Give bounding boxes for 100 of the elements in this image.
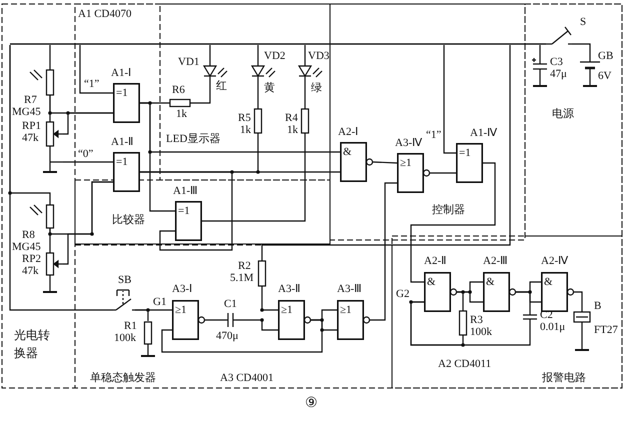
component-label: 6V — [598, 70, 612, 82]
wire — [572, 43, 591, 57]
wire — [9, 45, 113, 311]
wire — [63, 112, 113, 135]
component-label: R8 — [22, 229, 35, 241]
component-label: 黄 — [264, 82, 275, 94]
component-label: SB — [118, 274, 132, 286]
component-label: 100k — [470, 326, 492, 338]
component-label: 1k — [240, 124, 251, 136]
section-label: 控制器 — [432, 204, 465, 216]
component-label: C1 — [224, 298, 237, 310]
component-label: 100k — [114, 332, 136, 344]
wire — [257, 45, 259, 65]
gate-symbol: ≥1 — [400, 157, 412, 169]
gate-symbol: ≥1 — [281, 304, 293, 316]
gate-label: A3-Ⅰ — [172, 283, 192, 295]
section-label: G2 — [396, 288, 410, 300]
component-label: VD3 — [308, 50, 330, 62]
gate-label: A2-Ⅳ — [541, 255, 568, 267]
wire — [236, 319, 278, 331]
component-label: 0.01μ — [540, 321, 566, 333]
wire — [190, 78, 211, 104]
wire — [257, 78, 259, 109]
component-label: 5.1M — [230, 272, 254, 284]
component-label: C3 — [550, 56, 563, 68]
section-label: 单稳态触发器 — [90, 372, 156, 384]
component-label: VD1 — [178, 56, 200, 68]
component-label: GB — [598, 50, 614, 62]
wire — [457, 291, 483, 303]
component-label: R3 — [470, 314, 483, 326]
component-label: B — [594, 300, 602, 312]
gate-label: A1-Ⅲ — [173, 185, 198, 197]
section-label: 光电转换器 — [14, 327, 51, 362]
component-label: 47k — [22, 132, 38, 144]
component-label: 47μ — [550, 68, 567, 80]
wire — [140, 133, 259, 173]
wire — [79, 45, 113, 94]
section-label: A1 CD4070 — [78, 8, 132, 20]
gate-label: A1-Ⅳ — [470, 127, 498, 139]
component-label: 绿 — [311, 82, 322, 94]
wire — [410, 162, 496, 283]
wire — [443, 45, 456, 154]
component-label: R5 — [238, 112, 251, 124]
component-label: FT27 — [594, 324, 618, 336]
wire — [430, 172, 456, 174]
gate-label: A3-Ⅱ — [278, 283, 300, 295]
component-label: RP2 — [22, 253, 41, 265]
gate-label: A1-Ⅰ — [111, 67, 132, 79]
component-label: R1 — [124, 320, 137, 332]
wire — [63, 181, 113, 265]
wire — [135, 309, 149, 321]
gate-label: A1-Ⅱ — [111, 136, 134, 148]
section-label: 电源 — [552, 108, 574, 120]
wire — [410, 301, 531, 346]
gate-label: A2-Ⅰ — [338, 126, 358, 138]
section-label: A3 CD4001 — [220, 372, 274, 384]
wire — [539, 45, 541, 57]
component-label: R2 — [238, 260, 251, 272]
gate-symbol: & — [486, 276, 495, 288]
gate-symbol: ≥1 — [340, 304, 352, 316]
gate-symbol: & — [427, 276, 436, 288]
section-label: A2 CD4011 — [438, 358, 492, 370]
section-label: “1” — [426, 129, 442, 141]
wire — [261, 286, 278, 311]
gate-label: A2-Ⅱ — [424, 255, 446, 267]
gate-symbol: & — [343, 146, 352, 158]
gate-symbol: ≥1 — [175, 304, 187, 316]
wire — [574, 291, 583, 311]
wire — [140, 102, 170, 104]
component-label: R4 — [285, 112, 298, 124]
section-label: 比较器 — [112, 214, 145, 226]
section-label: G1 — [153, 296, 166, 308]
gate-symbol: =1 — [116, 87, 128, 99]
component-label: 470μ — [216, 330, 238, 342]
section-label: LED显示器 — [166, 133, 220, 145]
wire — [205, 319, 226, 321]
gate-symbol: & — [544, 276, 553, 288]
component-label: 1k — [176, 108, 187, 120]
wire — [304, 78, 306, 109]
gate-symbol: =1 — [116, 156, 128, 168]
gate-label: A3-Ⅲ — [337, 283, 362, 295]
wire — [49, 45, 51, 70]
component-label: S — [580, 16, 586, 28]
section-label: “0” — [78, 148, 94, 160]
component-label: 红 — [216, 80, 227, 92]
wire — [372, 161, 398, 164]
wire — [304, 45, 306, 65]
component-label: 1k — [287, 124, 298, 136]
wire — [516, 291, 541, 303]
component-label: R7 — [24, 94, 37, 106]
component-label: MG45 — [12, 241, 41, 253]
wire — [209, 45, 211, 65]
component-label: VD2 — [264, 50, 286, 62]
section-label: 报警电路 — [542, 372, 586, 384]
figure-number: ⑨ — [305, 396, 318, 412]
component-label: RP1 — [22, 120, 41, 132]
wire — [63, 161, 113, 163]
component-label: MG45 — [12, 106, 41, 118]
component-label: R6 — [172, 84, 185, 96]
wire — [261, 45, 511, 261]
